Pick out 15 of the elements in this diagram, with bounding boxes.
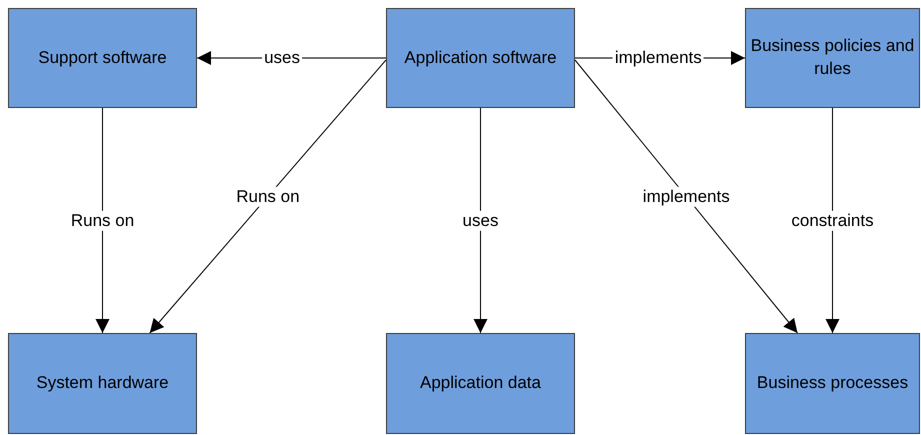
process-box: Application data — [386, 333, 575, 434]
arrow — [826, 108, 840, 334]
arrow — [96, 108, 110, 334]
process-box: Application software — [386, 8, 575, 108]
process-box: System hardware — [8, 333, 197, 434]
arrow — [474, 108, 488, 334]
edge-label: uses — [460, 210, 500, 231]
process-box: Business policies and rules — [745, 8, 920, 108]
arrow — [574, 60, 798, 334]
process-box: Support software — [8, 8, 197, 108]
edge-label: implements — [640, 186, 732, 207]
process-box: Business processes — [745, 333, 920, 434]
arrow — [149, 60, 386, 334]
edge-label: constraints — [789, 210, 876, 231]
edge-label: implements — [612, 48, 704, 68]
